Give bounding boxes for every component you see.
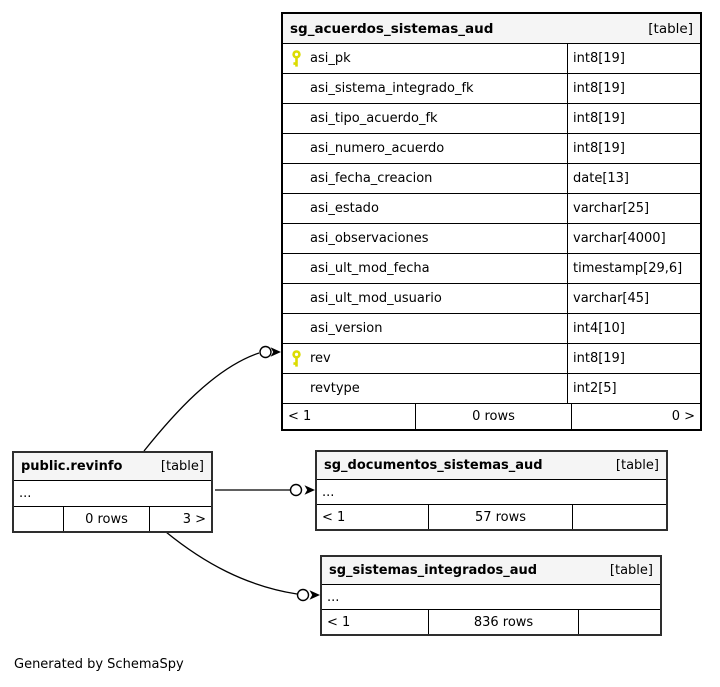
arrowhead — [270, 347, 281, 357]
relationship-revinfo-documentos — [215, 483, 315, 497]
footer-parents — [14, 507, 63, 531]
column-type: int8[19] — [573, 51, 625, 66]
zero-or-one-circle — [259, 345, 272, 359]
primary-key-icon — [291, 49, 303, 68]
table-footer: < 1 0 rows 0 > — [283, 403, 700, 429]
column-type: date[13] — [573, 171, 629, 186]
column-name: asi_pk — [310, 51, 351, 66]
footer-children: 3 > — [149, 507, 211, 531]
primary-key-icon — [291, 349, 303, 368]
column-name: revtype — [310, 381, 360, 396]
column-name: asi_version — [310, 321, 383, 336]
column-row: asi_sistema_integrado_fk int8[19] — [283, 73, 700, 103]
column-row: asi_fecha_creacion date[13] — [283, 163, 700, 193]
zero-or-one-circle — [296, 588, 310, 602]
column-name: asi_estado — [310, 201, 379, 216]
table-name: sg_acuerdos_sistemas_aud — [290, 20, 494, 37]
column-type: timestamp[29,6] — [573, 261, 683, 276]
table-footer: < 1 836 rows — [322, 609, 660, 634]
table-name: sg_sistemas_integrados_aud — [329, 563, 538, 578]
footer-parents: < 1 — [327, 614, 351, 630]
column-row: asi_observaciones varchar[4000] — [283, 223, 700, 253]
footer-parents: < 1 — [322, 509, 346, 525]
column-name: asi_observaciones — [310, 231, 429, 246]
relationship-revinfo-sistemas — [165, 531, 320, 602]
table-footer: < 1 57 rows — [317, 504, 666, 529]
generated-by-note: Generated by SchemaSpy — [14, 657, 184, 672]
column-name: asi_ult_mod_fecha — [310, 261, 430, 276]
table-type-label: [table] — [609, 563, 653, 578]
table-name: sg_documentos_sistemas_aud — [324, 458, 543, 473]
table-header[interactable]: sg_acuerdos_sistemas_aud [table] — [283, 14, 700, 44]
column-name: asi_fecha_creacion — [310, 171, 433, 186]
footer-children: 0 > — [571, 404, 700, 429]
collapsed-columns: ... — [327, 589, 340, 605]
column-row: rev int8[19] — [283, 343, 700, 373]
column-type: int2[5] — [573, 381, 617, 396]
column-row: asi_ult_mod_usuario varchar[45] — [283, 283, 700, 313]
footer-rowcount: 0 rows — [63, 507, 149, 531]
footer-children — [572, 505, 666, 529]
column-type: int8[19] — [573, 81, 625, 96]
column-row: revtype int2[5] — [283, 373, 700, 403]
table-header[interactable]: sg_sistemas_integrados_aud [table] — [322, 557, 660, 585]
table-sg-acuerdos-sistemas-aud[interactable]: sg_acuerdos_sistemas_aud [table] asi_pk … — [281, 12, 702, 431]
collapsed-columns: ... — [322, 484, 335, 500]
table-sg-sistemas-integrados-aud[interactable]: sg_sistemas_integrados_aud [table] ... <… — [320, 555, 662, 636]
column-row: asi_version int4[10] — [283, 313, 700, 343]
table-name: public.revinfo — [21, 459, 123, 474]
footer-rowcount: 836 rows — [428, 610, 578, 634]
footer-rowcount: 57 rows — [428, 505, 572, 529]
column-type: int4[10] — [573, 321, 625, 336]
column-row: asi_ult_mod_fecha timestamp[29,6] — [283, 253, 700, 283]
table-type-label: [table] — [615, 458, 659, 473]
column-type: int8[19] — [573, 111, 625, 126]
footer-children — [578, 610, 660, 634]
zero-or-one-circle — [289, 483, 303, 497]
table-sg-documentos-sistemas-aud[interactable]: sg_documentos_sistemas_aud [table] ... <… — [315, 450, 668, 531]
table-type-label: [table] — [160, 459, 204, 474]
relationship-revinfo-acuerdos — [143, 345, 281, 452]
column-row: asi_numero_acuerdo int8[19] — [283, 133, 700, 163]
footer-rowcount: 0 rows — [415, 404, 571, 429]
table-header[interactable]: public.revinfo [table] — [14, 453, 211, 481]
column-row: asi_pk int8[19] — [283, 44, 700, 73]
column-row: asi_estado varchar[25] — [283, 193, 700, 223]
column-row: asi_tipo_acuerdo_fk int8[19] — [283, 103, 700, 133]
column-type: varchar[45] — [573, 291, 650, 306]
column-type: varchar[4000] — [573, 231, 666, 246]
table-type-label: [table] — [648, 20, 693, 37]
column-name: rev — [310, 351, 331, 366]
table-public-revinfo[interactable]: public.revinfo [table] ... 0 rows 3 > — [12, 451, 213, 533]
column-name: asi_numero_acuerdo — [310, 141, 445, 156]
footer-parents: < 1 — [288, 409, 312, 424]
column-type: varchar[25] — [573, 201, 650, 216]
table-header[interactable]: sg_documentos_sistemas_aud [table] — [317, 452, 666, 480]
column-rows: asi_pk int8[19] asi_sistema_integrado_fk… — [283, 44, 700, 403]
column-name: asi_sistema_integrado_fk — [310, 81, 474, 96]
arrowhead — [304, 485, 315, 495]
table-footer: 0 rows 3 > — [14, 506, 211, 531]
column-name: asi_ult_mod_usuario — [310, 291, 442, 306]
collapsed-columns: ... — [19, 486, 32, 501]
column-type: int8[19] — [573, 351, 625, 366]
column-name: asi_tipo_acuerdo_fk — [310, 111, 438, 126]
arrowhead — [309, 590, 320, 600]
column-type: int8[19] — [573, 141, 625, 156]
